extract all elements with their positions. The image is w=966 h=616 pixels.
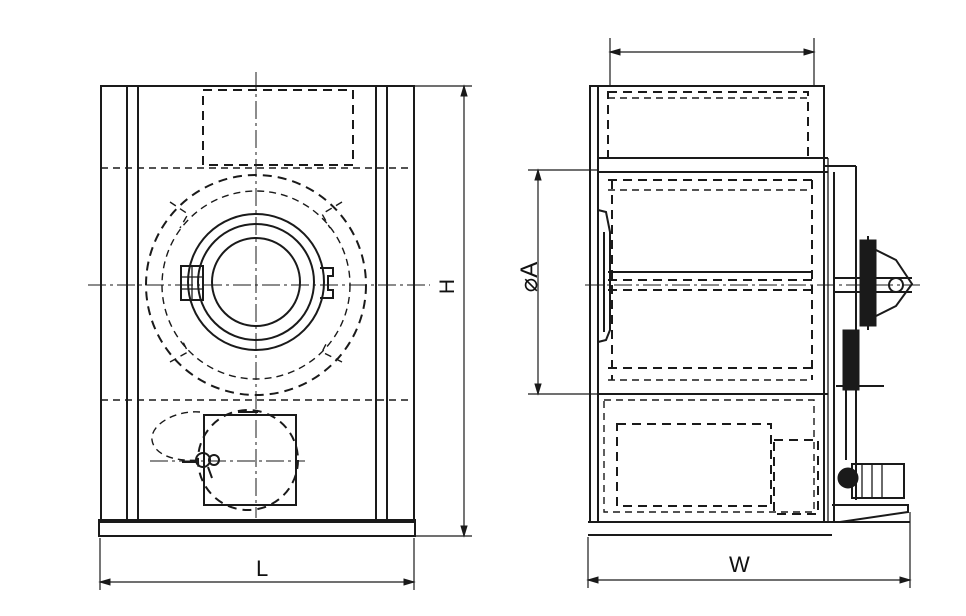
dimension-label-length: L: [256, 556, 269, 581]
side-W-arrow-right: [899, 576, 912, 584]
front-L-arrow-left: [98, 578, 111, 586]
front-lower-panel: [203, 414, 297, 506]
side-door-profile: [597, 209, 611, 343]
dimension-label-height: H: [436, 278, 460, 295]
side-motor-pulley: [837, 467, 859, 489]
front-H-arrow-top: [460, 84, 468, 97]
front-L-arrow-right: [403, 578, 416, 586]
side-motor-housing-hidden: [773, 439, 819, 515]
side-A-arrow-top: [534, 168, 542, 181]
side-top-arrow-right: [803, 48, 816, 56]
front-cabinet-outline: [100, 85, 415, 523]
front-H-arrow-bottom: [460, 525, 468, 538]
side-lower-hidden-box-2: [603, 399, 815, 513]
front-base-plinth: [98, 519, 416, 537]
side-pulley-guard: [875, 249, 914, 317]
side-W-arrow-left: [586, 576, 599, 584]
front-hidden-bracket-bl: [169, 339, 189, 363]
side-A-arrow-bottom: [534, 383, 542, 396]
dimension-label-width: W: [729, 552, 750, 577]
side-upper-hidden-box: [607, 91, 809, 159]
side-lower-hidden-box: [616, 423, 772, 507]
front-door-latch: [320, 267, 334, 299]
front-view: [88, 72, 472, 590]
side-cabinet-outline: [589, 85, 825, 523]
side-top-arrow-left: [608, 48, 621, 56]
front-valve-stem: [207, 466, 213, 479]
front-lower-hidden-arc-left: [151, 411, 201, 462]
front-valve-body-2: [208, 454, 220, 466]
side-belt-column: [842, 329, 860, 391]
side-view: [528, 38, 920, 588]
front-lower-hidden-circle: [197, 409, 299, 511]
front-top-hidden-box: [202, 89, 354, 166]
side-base-skid: [832, 504, 909, 523]
side-motor-body: [851, 463, 905, 499]
dimension-label-drum-diameter: ⌀A: [516, 261, 544, 293]
